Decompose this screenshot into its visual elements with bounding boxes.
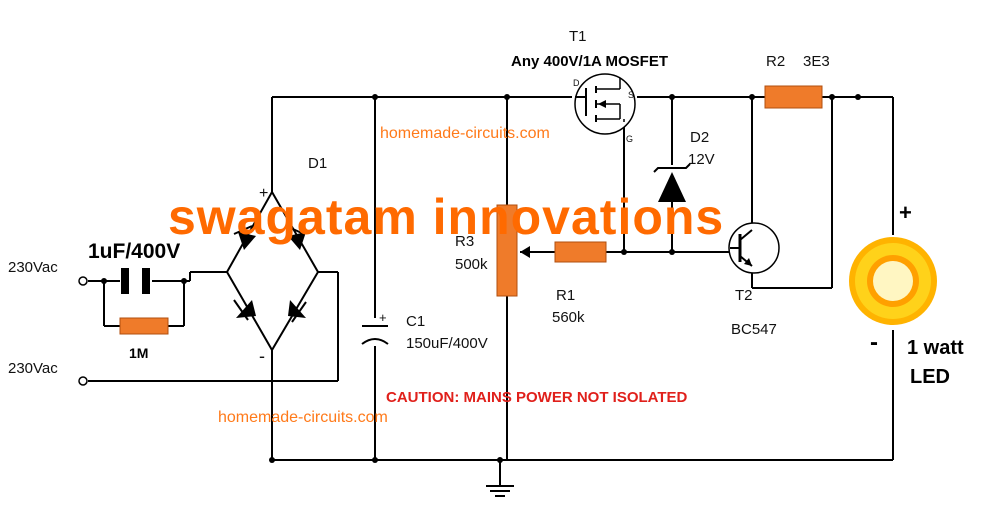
c1-capacitor-icon: + C1 150uF/400V (361, 310, 488, 352)
zener-diode-icon: D2 12V (653, 129, 715, 202)
r2-body (764, 85, 823, 109)
c1-plus-label: + (379, 310, 387, 325)
bridge-diode-3 (236, 300, 256, 318)
r3-wiper-arrow (520, 246, 530, 258)
mosfet-pin-g: G (626, 134, 633, 144)
junction-dot (497, 457, 503, 463)
wires (88, 96, 894, 486)
ac-terminal-bottom (78, 376, 88, 386)
led-label-2: LED (910, 366, 950, 388)
bridge-minus-label: - (259, 346, 265, 366)
bridge-ref-label: D1 (308, 155, 327, 172)
junction-dot (372, 457, 378, 463)
junction-dot (669, 94, 675, 100)
mosfet-icon: D S G T1 Any 400V/1A MOSFET (511, 28, 668, 144)
bridge-plus-label: + (259, 185, 268, 202)
led-core (873, 261, 913, 301)
ground-icon (486, 485, 514, 497)
site-watermark-bottom: homemade-circuits.com (218, 409, 388, 426)
junction-dot (829, 94, 835, 100)
junction-dot (749, 94, 755, 100)
cap-plate-right (142, 268, 150, 294)
c1-plate-curved (361, 338, 389, 345)
input-cap-value: 1uF/400V (88, 240, 180, 263)
bridge-diode-4 (288, 300, 306, 318)
r1-resistor: R1 560k (552, 241, 607, 326)
t1-value-label: Any 400V/1A MOSFET (511, 53, 668, 70)
r1-value-label: 560k (552, 309, 585, 326)
led-label-1: 1 watt (907, 337, 964, 359)
input-resistor-body (119, 317, 169, 335)
junction-dot (504, 94, 510, 100)
zener-body (658, 172, 686, 202)
bridge-rectifier-icon: + - D1 (225, 155, 327, 366)
d2-value-label: 12V (688, 151, 715, 168)
r1-body (554, 241, 607, 263)
caution-note: CAUTION: MAINS POWER NOT ISOLATED (386, 389, 688, 406)
npn-transistor-icon: T2 BC547 (728, 222, 780, 338)
mosfet-pin-s: S (628, 90, 634, 100)
junction-dot (101, 278, 107, 284)
mosfet-pin-d: D (573, 78, 580, 88)
t2-ref-label: T2 (735, 287, 753, 304)
junction-dot (372, 94, 378, 100)
ac-label-top: 230Vac (8, 259, 58, 276)
capacitor-icon: 1uF/400V (88, 240, 180, 294)
junction-dot (855, 94, 861, 100)
junction-dot (181, 278, 187, 284)
t2-value-label: BC547 (731, 321, 777, 338)
c1-ref-label: C1 (406, 313, 425, 330)
cap-plate-left (121, 268, 129, 294)
led-minus-label: - (870, 329, 878, 356)
r1-ref-label: R1 (556, 287, 575, 304)
r2-ref-label: R2 (766, 53, 785, 70)
r3-potentiometer: R3 500k (455, 204, 555, 297)
ac-terminal-top (78, 276, 88, 286)
r3-value-label: 500k (455, 256, 488, 273)
r2-resistor: R2 3E3 (764, 53, 830, 109)
junction-dot (269, 457, 275, 463)
ac-label-bottom: 230Vac (8, 360, 58, 377)
r3-ref-label: R3 (455, 233, 474, 250)
d2-ref-label: D2 (690, 129, 709, 146)
brand-watermark: swagatam innovations (168, 189, 724, 245)
r3-body (496, 204, 518, 297)
input-res-value: 1M (129, 345, 148, 361)
t1-ref-label: T1 (569, 28, 587, 45)
site-watermark-top: homemade-circuits.com (380, 125, 550, 142)
ac-input: 230Vac 230Vac (8, 259, 88, 386)
c1-value-label: 150uF/400V (406, 335, 488, 352)
led-plus-label: + (899, 200, 912, 225)
input-resistor: 1M (119, 317, 169, 361)
junction-dot (621, 249, 627, 255)
junction-dot (669, 249, 675, 255)
bridge-diode-2 (288, 232, 306, 250)
r2-value-label: 3E3 (803, 53, 830, 70)
bridge-outline (225, 189, 320, 352)
bridge-diode-1 (238, 232, 256, 250)
led-icon: + - 1 watt LED (849, 200, 964, 388)
junction-dots (101, 94, 861, 463)
